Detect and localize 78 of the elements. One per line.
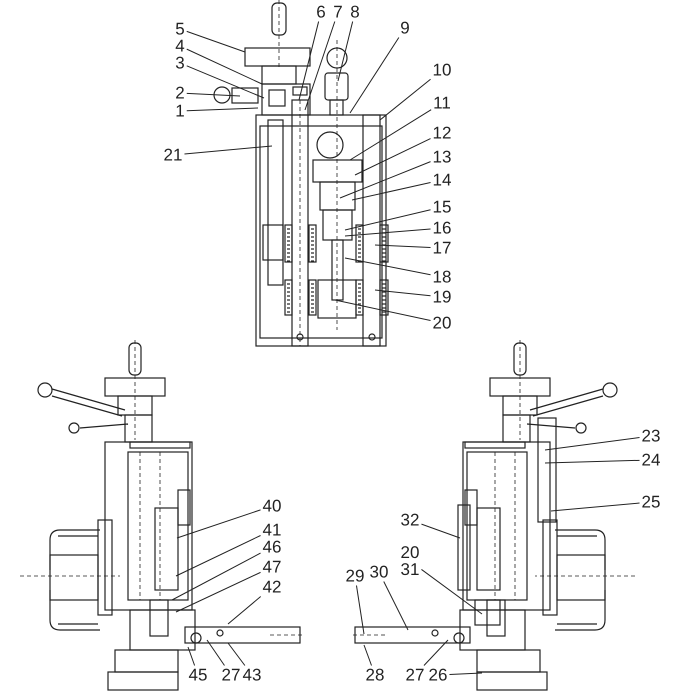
leader-line <box>172 552 262 600</box>
callout-number: 3 <box>175 54 185 72</box>
callout-number: 4 <box>175 38 185 54</box>
callout-number: 6 <box>316 4 326 20</box>
leader-line <box>298 21 320 100</box>
leader-line <box>448 672 482 675</box>
callout-number: 26 <box>428 666 448 684</box>
leader-line <box>550 502 640 512</box>
leader-line <box>344 228 432 236</box>
leader-line <box>304 21 336 110</box>
leader-line <box>228 596 262 624</box>
callout-number: 47 <box>262 558 282 576</box>
callout-number: 43 <box>242 666 262 684</box>
leader-line <box>186 65 264 98</box>
callout-number: 13 <box>432 148 452 166</box>
leader-line <box>350 37 400 114</box>
callout-number: 45 <box>188 666 208 684</box>
callout-number: 11 <box>433 94 451 112</box>
leader-line <box>184 146 272 154</box>
leader-line <box>420 568 482 614</box>
callout-number: 20 31 <box>400 544 420 578</box>
leader-line <box>188 646 196 666</box>
callout-number: 27 <box>406 666 424 684</box>
callout-number: 1 <box>175 102 185 120</box>
callout-number: 42 <box>262 578 282 596</box>
callout-number: 18 <box>432 268 452 286</box>
callout-number: 32 <box>400 512 420 528</box>
leader-line <box>374 290 432 296</box>
leader-line <box>334 300 432 322</box>
callout-number: 12 <box>432 124 452 142</box>
callout-number: 24 <box>642 452 660 468</box>
callout-number: 9 <box>400 20 410 36</box>
callout-number: 15 <box>432 198 452 216</box>
callout-number: 41 <box>262 522 282 538</box>
callout-number: 30 <box>370 564 388 580</box>
leader-line <box>206 640 225 666</box>
callout-number: 10 <box>432 62 452 78</box>
leader-line <box>350 109 432 160</box>
leader-line <box>374 244 432 248</box>
leader-line <box>383 581 408 630</box>
leader-line <box>354 138 432 176</box>
callout-number: 23 <box>642 428 660 444</box>
leader-line <box>380 78 432 120</box>
callout-number: 5 <box>175 20 185 38</box>
callout-number: 29 <box>346 568 364 584</box>
leader-line <box>544 437 640 450</box>
leader-line <box>228 642 246 666</box>
leader-line <box>364 644 372 666</box>
leader-line <box>186 30 246 52</box>
callout-number: 17 <box>432 240 452 256</box>
leader-line <box>344 209 432 230</box>
callout-number: 46 <box>262 538 282 556</box>
leader-line <box>544 460 640 464</box>
leader-line <box>420 524 460 538</box>
callout-number: 21 <box>164 146 182 164</box>
callout-number: 19 <box>432 288 452 306</box>
leader-line <box>423 640 448 666</box>
leader-line <box>176 535 262 576</box>
leader-line <box>176 572 262 612</box>
callout-number: 14 <box>432 172 452 188</box>
leader-line <box>186 92 240 96</box>
leader-line <box>352 182 432 200</box>
leader-line <box>344 258 432 276</box>
callout-number: 8 <box>350 4 360 20</box>
callout-number: 2 <box>175 84 185 102</box>
leader-line <box>356 585 364 634</box>
leader-line <box>176 509 262 538</box>
leader-line <box>338 21 354 82</box>
leader-line <box>186 48 262 84</box>
callout-number: 16 <box>432 220 452 236</box>
callout-number: 20 <box>432 314 452 332</box>
callout-number: 7 <box>333 4 343 20</box>
callout-number: 27 <box>222 666 240 684</box>
leader-line <box>340 161 432 198</box>
callout-number: 25 <box>642 494 660 510</box>
leader-line <box>186 108 258 112</box>
callout-number: 40 <box>262 498 282 514</box>
callout-number: 28 <box>366 666 384 684</box>
